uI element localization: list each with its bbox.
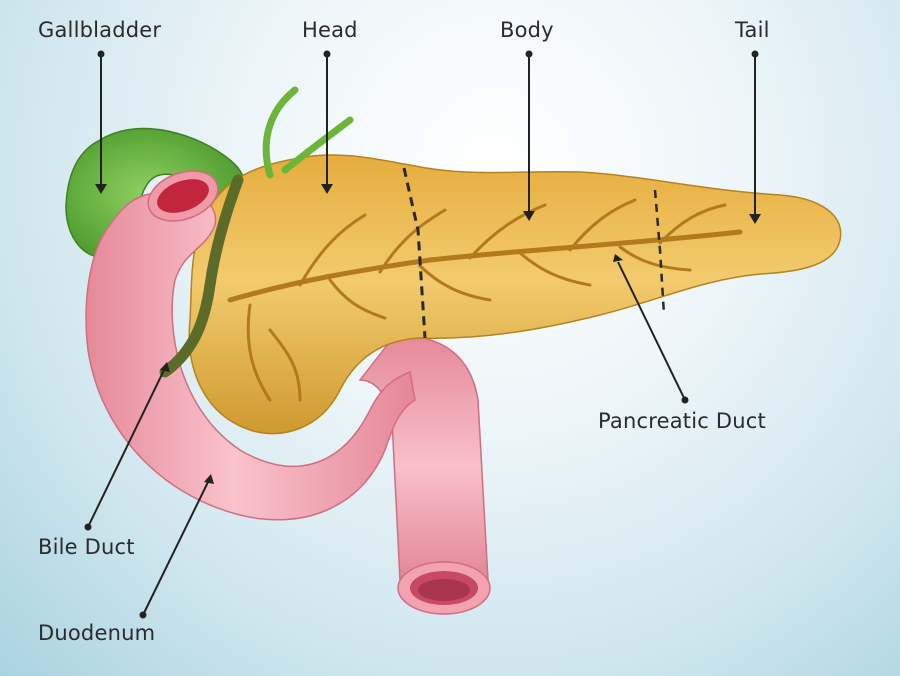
head-arrowhead: [321, 184, 333, 194]
label-tail: Tail: [735, 18, 770, 42]
bile-duct-arrowhead: [160, 362, 170, 372]
duodenum-arrowhead: [204, 474, 214, 484]
duodenum-c-loop: [85, 170, 416, 521]
label-duodenum: Duodenum: [38, 621, 156, 645]
label-bile-duct: Bile Duct: [38, 535, 135, 559]
label-pancreatic-duct: Pancreatic Duct: [598, 409, 766, 433]
pancreatic-duct-arrowhead: [613, 254, 623, 262]
duodenum-organ: [358, 334, 491, 615]
body-leader-dot: [525, 50, 533, 58]
tail-arrowhead: [749, 214, 761, 224]
duodenum-leader-line: [142, 479, 210, 616]
label-head: Head: [302, 18, 358, 42]
pancreatic-duct-leader-line: [617, 261, 686, 401]
head-leader-dot: [323, 50, 331, 58]
gallbladder-arrowhead: [95, 184, 107, 194]
bile-duct-leader-dot: [84, 523, 92, 531]
bile-duct-vessel: [159, 86, 354, 378]
label-gallbladder: Gallbladder: [38, 18, 162, 42]
pancreatic-duct-leader-dot: [681, 396, 689, 404]
pancreas-organ: [188, 154, 842, 435]
duodenum-leader-dot: [139, 611, 147, 619]
gallbladder-leader-dot: [97, 50, 105, 58]
body-arrowhead: [523, 211, 535, 221]
label-body: Body: [500, 18, 554, 42]
tail-leader-dot: [751, 50, 759, 58]
bile-duct-leader-line: [87, 367, 166, 528]
